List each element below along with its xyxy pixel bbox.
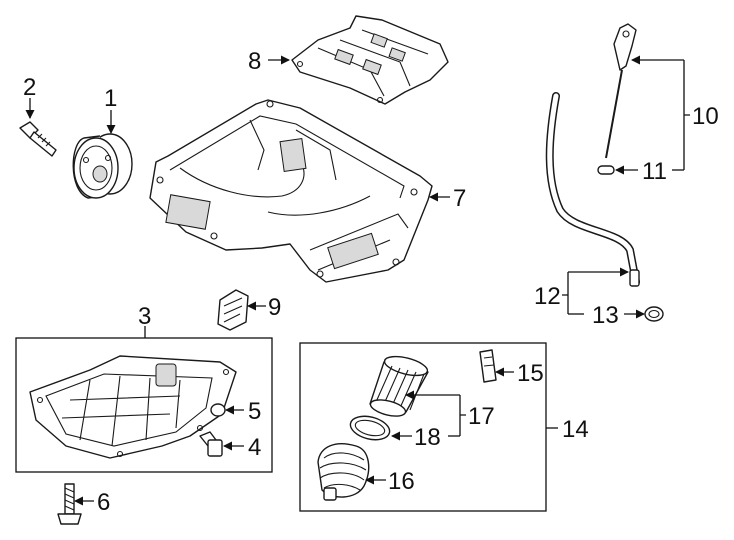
callout-17: 17 <box>468 403 495 430</box>
callout-5: 5 <box>248 398 261 425</box>
callout-9: 9 <box>268 294 281 321</box>
callout-labels: 1 2 3 4 5 6 7 8 9 10 11 12 13 14 15 16 1… <box>23 48 719 516</box>
callout-14: 14 <box>562 416 589 443</box>
dipstick-tip-part <box>597 165 615 175</box>
oil-pan-bolt-part <box>57 483 82 525</box>
callout-3: 3 <box>138 303 151 330</box>
oil-filter-box <box>299 342 547 512</box>
callout-1: 1 <box>104 85 117 112</box>
callout-15: 15 <box>517 360 544 387</box>
crankshaft-pulley-part <box>72 133 133 199</box>
callout-8: 8 <box>248 48 261 75</box>
oil-pan-box <box>15 337 273 473</box>
callout-2: 2 <box>23 74 36 101</box>
dipstick-part <box>605 23 637 159</box>
o-ring-part <box>644 306 664 322</box>
retaining-clip-part <box>479 349 497 383</box>
upper-oil-pan-part <box>149 99 433 283</box>
callout-4: 4 <box>248 434 261 461</box>
callout-13: 13 <box>592 302 619 329</box>
oil-filter-element-part <box>369 355 429 417</box>
lower-oil-pan-part <box>29 355 237 459</box>
skid-plate-part <box>291 15 449 105</box>
dipstick-tube-part <box>545 92 640 287</box>
pulley-bolt-part <box>19 121 57 157</box>
callout-16: 16 <box>388 468 415 495</box>
callout-12: 12 <box>534 283 561 310</box>
callout-10: 10 <box>692 103 719 130</box>
drain-plug-part <box>199 431 223 457</box>
callout-11: 11 <box>642 158 667 185</box>
baffle-part <box>217 289 249 331</box>
leader-lines <box>25 55 690 506</box>
callout-6: 6 <box>97 489 110 516</box>
filter-housing-cap-part <box>317 443 370 501</box>
filter-gasket-part <box>349 415 391 441</box>
callout-18: 18 <box>414 424 441 451</box>
drain-plug-washer-part <box>210 403 226 417</box>
callout-7: 7 <box>453 185 466 212</box>
